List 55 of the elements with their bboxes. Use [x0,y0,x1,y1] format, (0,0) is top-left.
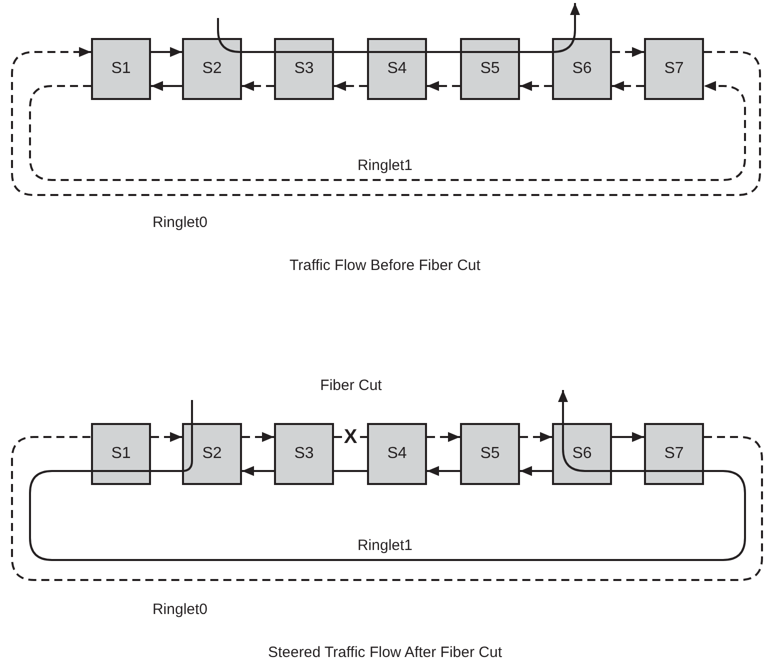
connector-arrow [427,432,460,442]
connector-arrow [520,466,552,476]
connector-arrow [29,81,746,181]
station-box [274,423,334,485]
connector-arrow [612,47,644,57]
text-label: Ringlet1 [357,538,413,553]
connector-arrow [612,81,644,91]
text-label: Steered Traffic Flow After Fiber Cut [268,645,502,660]
connector-arrow [242,432,274,442]
connector-arrow [242,466,274,476]
station-box [460,423,520,485]
station-box [644,423,704,485]
station-label: S5 [480,61,500,77]
text-label: Fiber Cut [320,378,382,393]
connector-arrow [520,432,552,442]
text-label: Ringlet0 [152,602,208,617]
station-box [552,423,612,485]
station-label: S3 [294,446,314,462]
station-label: S2 [202,446,222,462]
station-label: S7 [664,61,684,77]
station-box [182,38,242,100]
station-box [644,38,704,100]
station-label: S3 [294,61,314,77]
connector-arrow [242,81,274,91]
station-box [274,38,334,100]
station-label: S4 [387,446,407,462]
station-box [460,38,520,100]
connector-arrow [558,390,612,472]
station-box [182,423,242,485]
connector-arrow [552,3,580,53]
connector-arrow [151,47,182,57]
station-label: S6 [572,446,592,462]
connector-arrow [520,81,552,91]
station-box [552,38,612,100]
text-label: Traffic Flow Before Fiber Cut [290,258,480,273]
connector-arrow [427,81,460,91]
station-box [367,423,427,485]
station-label: S4 [387,61,407,77]
text-label: Ringlet1 [357,158,413,173]
station-label: S1 [111,446,131,462]
connector-arrow [427,466,460,476]
station-label: S6 [572,61,592,77]
connector-arrow [151,432,182,442]
connector-arrow [11,47,761,196]
text-label: Ringlet0 [152,215,208,230]
station-box [367,38,427,100]
station-label: S1 [111,61,131,77]
station-box [91,423,151,485]
station-label: S7 [664,446,684,462]
station-label: S5 [480,446,500,462]
station-box [91,38,151,100]
connector-arrow [151,81,182,91]
station-label: S2 [202,61,222,77]
connector-arrow [612,432,644,442]
connector-arrow [334,81,367,91]
